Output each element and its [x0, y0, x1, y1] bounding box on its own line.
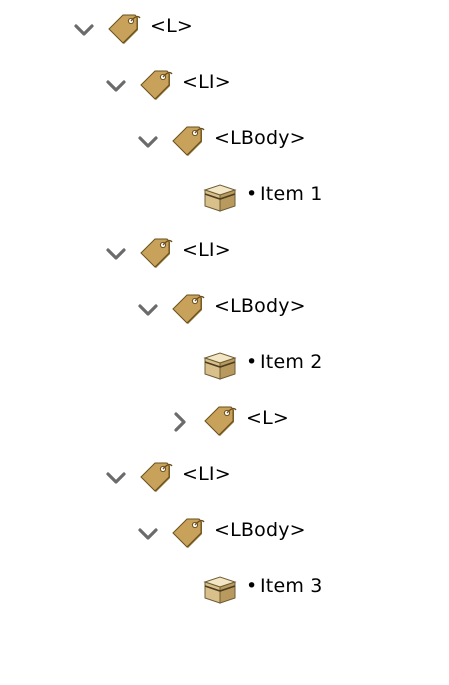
- chevron-down-icon[interactable]: [72, 18, 96, 42]
- tree-node-lbody[interactable]: <LBody>: [0, 294, 449, 334]
- tree-node-label: <L>: [246, 407, 290, 429]
- tree-node-label: <LBody>: [214, 295, 306, 317]
- tree-node-label: Item 1: [260, 183, 323, 205]
- tree-node-label: Item 2: [260, 351, 323, 373]
- list-bullet: •: [246, 183, 258, 205]
- tag-icon: [202, 404, 238, 440]
- tree-node-content[interactable]: • Item 2: [0, 350, 449, 390]
- chevron-down-icon[interactable]: [104, 74, 128, 98]
- chevron-down-icon[interactable]: [104, 242, 128, 266]
- tree-node-content[interactable]: • Item 1: [0, 182, 449, 222]
- tree-node-label: <LI>: [182, 463, 231, 485]
- tag-icon: [170, 516, 206, 552]
- tree-node-lbody[interactable]: <LBody>: [0, 518, 449, 558]
- tree-node-li[interactable]: <LI>: [0, 462, 449, 502]
- chevron-right-icon[interactable]: [168, 410, 192, 434]
- content-box-icon: [202, 572, 238, 608]
- content-box-icon: [202, 180, 238, 216]
- tag-icon: [138, 236, 174, 272]
- list-bullet: •: [246, 351, 258, 373]
- tree-node-content[interactable]: • Item 3: [0, 574, 449, 614]
- tag-icon: [138, 68, 174, 104]
- tag-icon: [106, 12, 142, 48]
- tree-node-lbody[interactable]: <LBody>: [0, 126, 449, 166]
- chevron-down-icon[interactable]: [136, 522, 160, 546]
- chevron-down-icon[interactable]: [136, 298, 160, 322]
- tag-icon: [170, 124, 206, 160]
- tree-node-label: <LI>: [182, 71, 231, 93]
- chevron-down-icon[interactable]: [136, 130, 160, 154]
- chevron-down-icon[interactable]: [104, 466, 128, 490]
- content-box-icon: [202, 348, 238, 384]
- tree-node-label: <LBody>: [214, 127, 306, 149]
- tag-icon: [138, 460, 174, 496]
- tree-node-l[interactable]: <L>: [0, 406, 449, 446]
- tree-node-li[interactable]: <LI>: [0, 238, 449, 278]
- tree-node-label: <LBody>: [214, 519, 306, 541]
- tree-node-label: <L>: [150, 15, 194, 37]
- tree-node-l[interactable]: <L>: [0, 14, 449, 54]
- tree-node-li[interactable]: <LI>: [0, 70, 449, 110]
- tree-node-label: <LI>: [182, 239, 231, 261]
- list-bullet: •: [246, 575, 258, 597]
- tree-node-label: Item 3: [260, 575, 323, 597]
- tag-icon: [170, 292, 206, 328]
